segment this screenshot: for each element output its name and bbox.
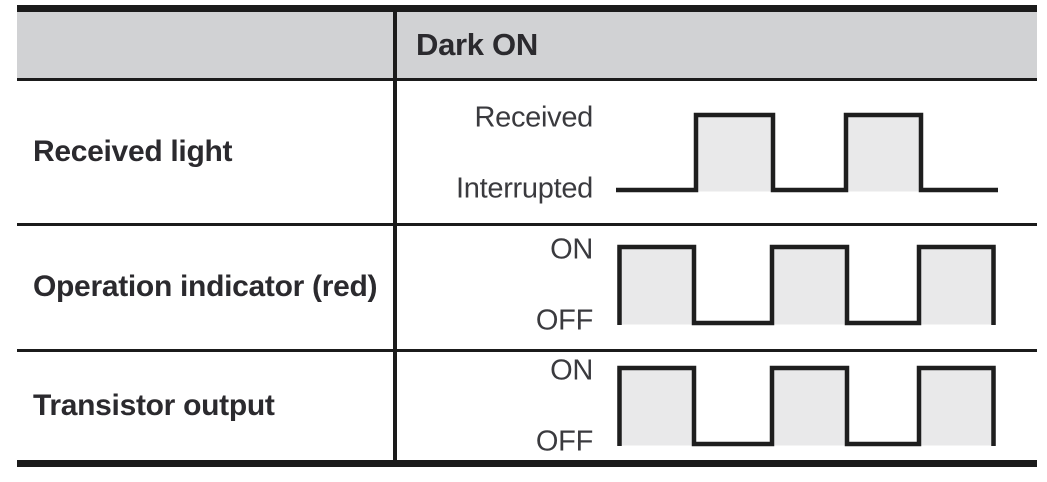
waveform-cell: Received Interrupted (397, 81, 1037, 223)
header-mode-cell: Dark ON (397, 12, 1037, 78)
dark-on-timing-table: Dark ON Received light Received Interrup… (17, 5, 1037, 467)
row-label-text: Received light (33, 134, 233, 168)
table-row-received-light: Received light Received Interrupted (17, 78, 1037, 223)
wave-low-level-label: OFF (535, 304, 593, 337)
timing-waveform (617, 244, 996, 326)
timing-waveform (616, 112, 998, 193)
wave-low-level-label: OFF (535, 425, 593, 458)
row-label-text: Transistor output (33, 388, 275, 422)
table-row-operation-indicator: Operation indicator (red) ON OFF (17, 223, 1037, 349)
timing-waveform (617, 365, 996, 447)
row-label-text: Operation indicator (red) (33, 270, 378, 304)
wave-high-level-label: ON (550, 354, 593, 387)
header-empty-cell (17, 12, 397, 78)
row-label-cell: Received light (17, 81, 397, 223)
row-label-cell: Transistor output (17, 352, 397, 460)
wave-level-labels: Received Interrupted (397, 102, 593, 205)
wave-high-level-label: ON (550, 233, 593, 266)
row-label-cell: Operation indicator (red) (17, 226, 397, 349)
wave-level-labels: ON OFF (397, 234, 593, 337)
table-row-transistor-output: Transistor output ON OFF (17, 349, 1037, 460)
table-header-row: Dark ON (17, 12, 1037, 78)
wave-high-level-label: Received (474, 101, 594, 134)
wave-level-labels: ON OFF (397, 355, 593, 458)
wave-low-level-label: Interrupted (456, 172, 593, 205)
waveform-cell: ON OFF (397, 352, 1037, 460)
mode-title: Dark ON (416, 27, 538, 62)
waveform-cell: ON OFF (397, 226, 1037, 349)
